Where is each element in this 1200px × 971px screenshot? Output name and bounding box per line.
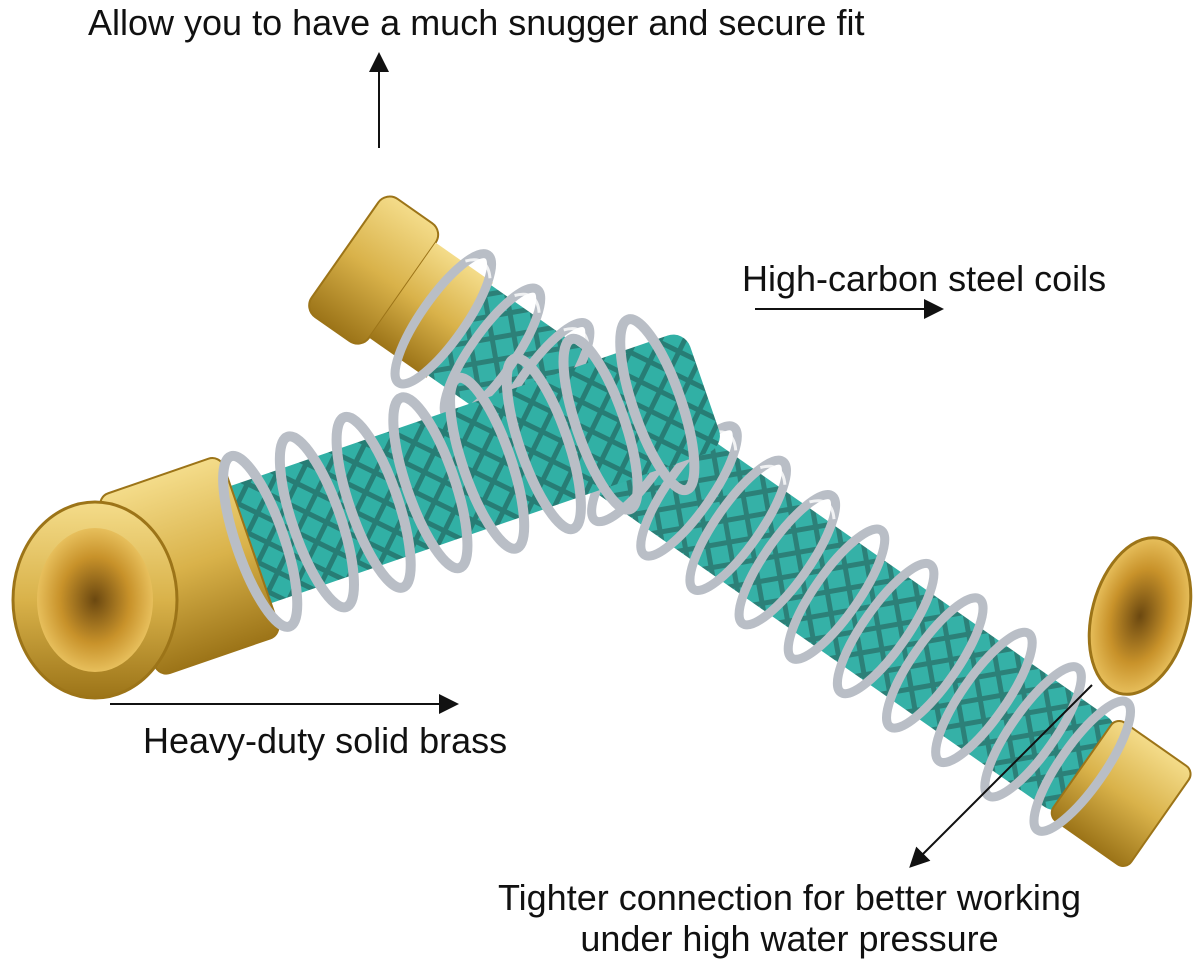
arrow-bottom	[909, 684, 1093, 868]
callout-tight-connection-line-2: under high water pressure	[580, 918, 999, 960]
callout-snug-fit: Allow you to have a much snugger and sec…	[88, 2, 865, 43]
callout-arrows	[110, 52, 1093, 868]
callout-steel-coils: High-carbon steel coils	[742, 258, 1107, 299]
callout-tight-connection-line-1: Tighter connection for better working	[498, 877, 1081, 918]
callout-tight-connection: Tighter connection for better working un…	[498, 877, 1081, 960]
callout-solid-brass: Heavy-duty solid brass	[143, 720, 508, 761]
hose-guard-horizontal	[11, 314, 720, 700]
